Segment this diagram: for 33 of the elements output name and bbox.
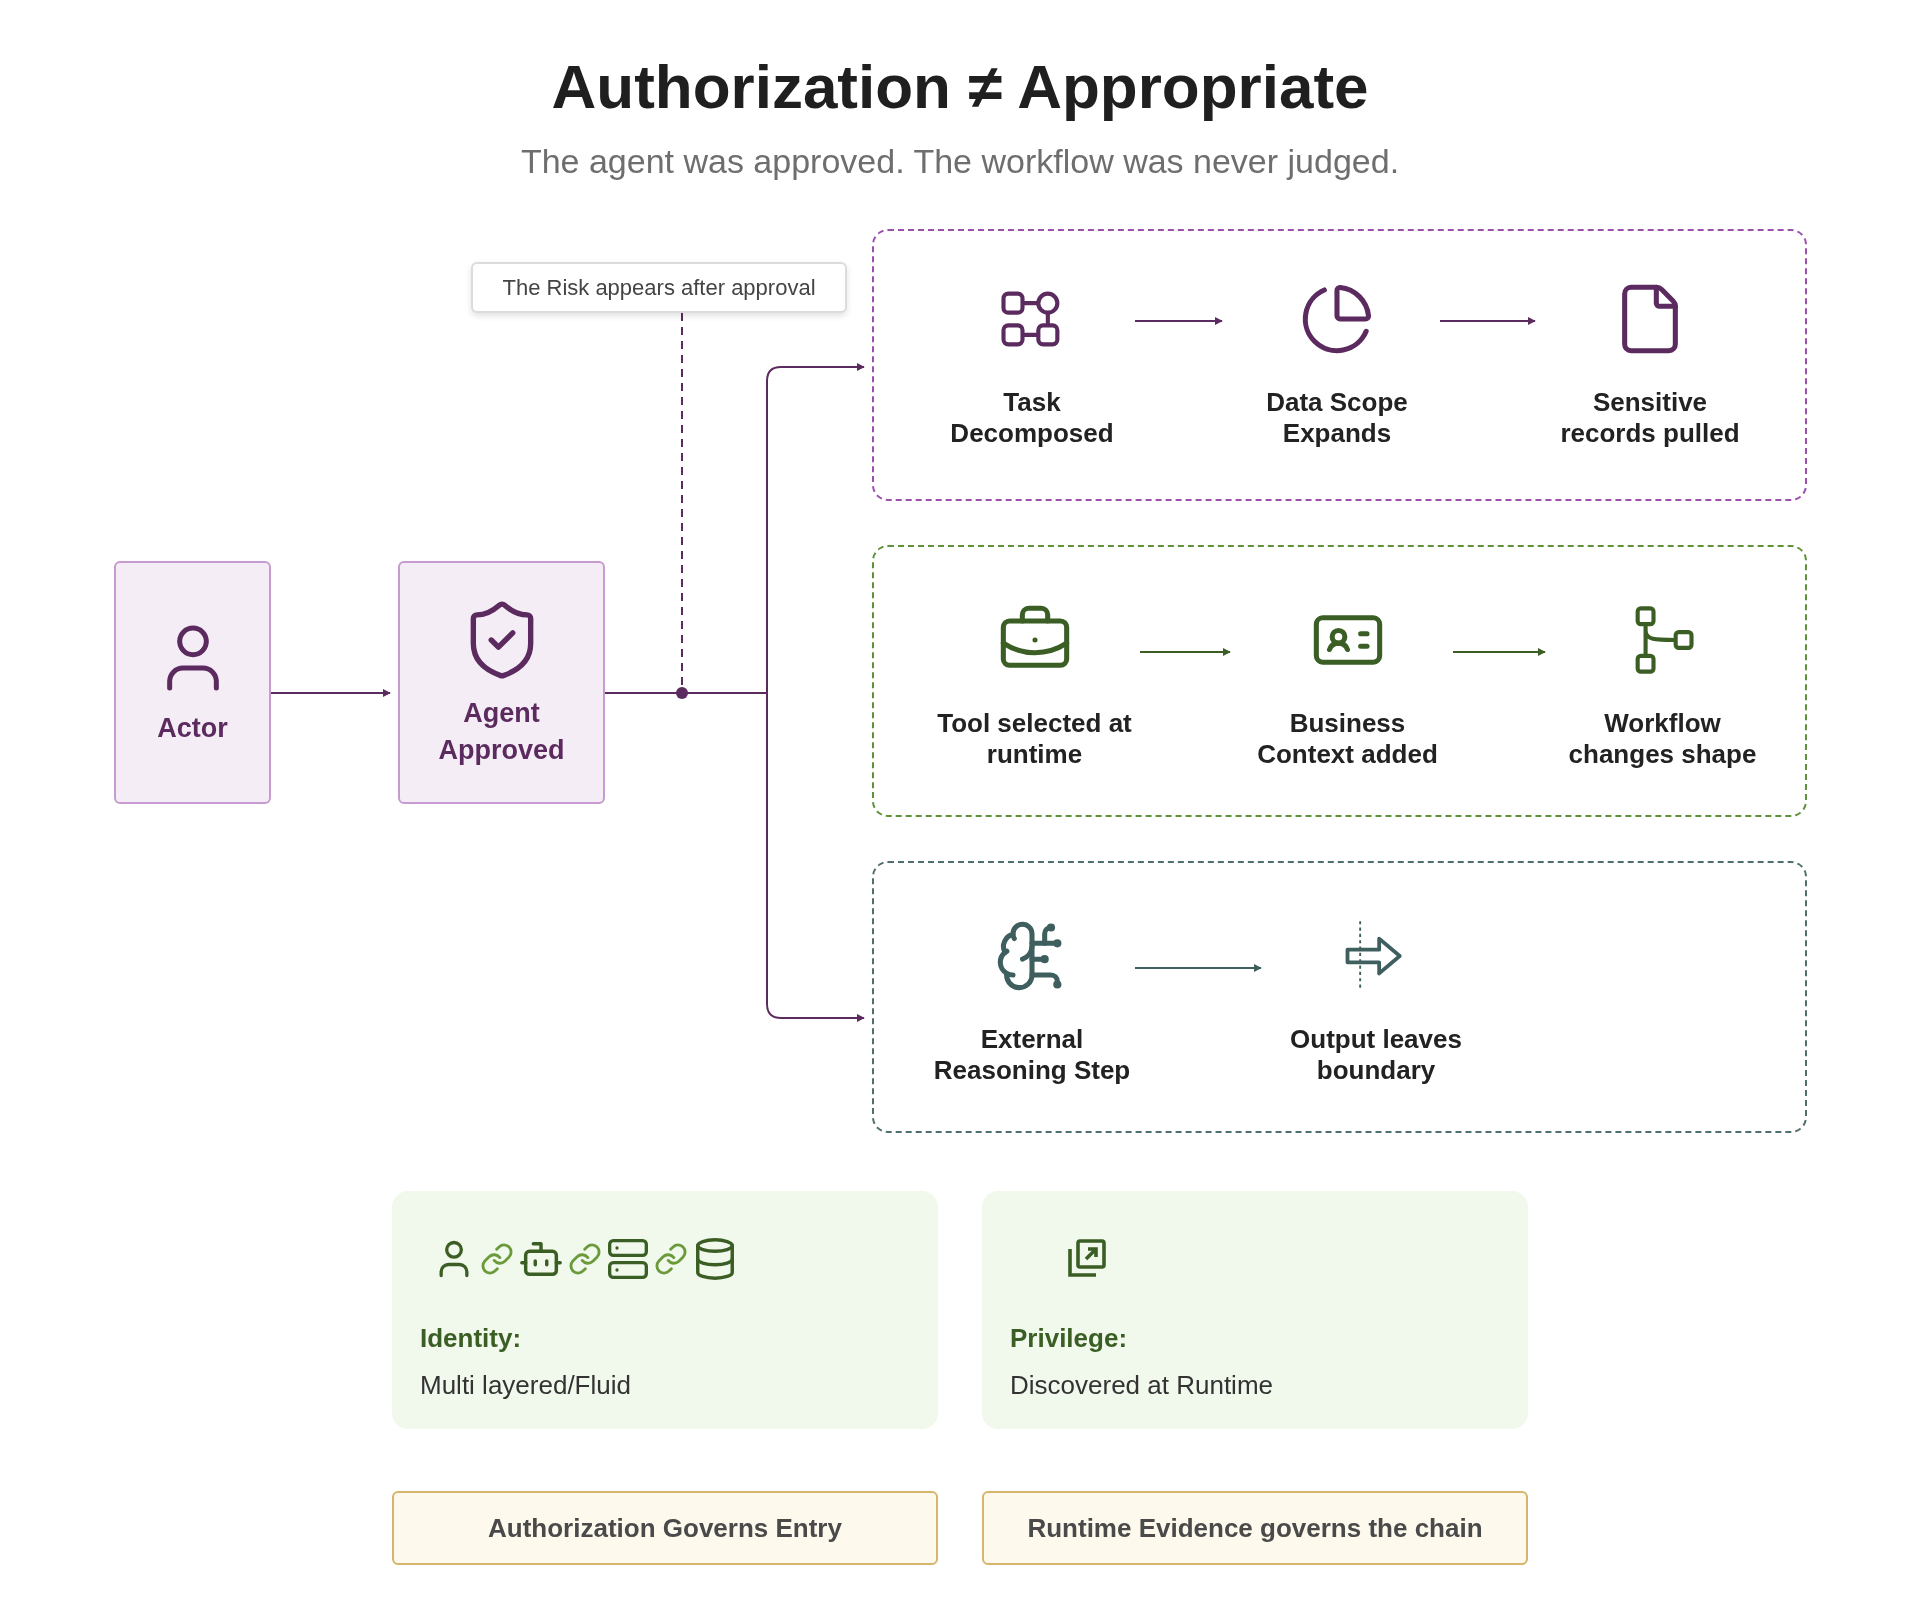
card-body: Discovered at Runtime (1010, 1369, 1273, 1402)
agent-card (398, 561, 605, 804)
summary-box: Runtime Evidence governs the chain (982, 1491, 1528, 1565)
dashed-group-frame (872, 545, 1807, 817)
step-label: Tool selected at runtime (936, 708, 1133, 770)
arrow (1134, 964, 1262, 972)
step-label: External Reasoning Step (932, 1024, 1132, 1086)
title: Authorization ≠ Appropriate (551, 51, 1369, 123)
arrow (1452, 648, 1546, 656)
arrow (1134, 317, 1223, 325)
subtitle: The agent was approved. The workflow was never judged. (520, 141, 1400, 182)
step-label: Task Decomposed (949, 387, 1115, 449)
info-card (982, 1191, 1528, 1429)
step-label: Data Scope Expands (1265, 387, 1409, 449)
summary-box: Authorization Governs Entry (392, 1491, 938, 1565)
dashed-group-frame (872, 861, 1807, 1133)
card-heading: Identity: (420, 1322, 523, 1355)
step-label: Business Context added (1256, 708, 1439, 770)
card-body: Multi layered/Fluid (420, 1369, 631, 1402)
callout-box: The Risk appears after approval (471, 262, 847, 313)
step-label: Sensitive records pulled (1559, 387, 1741, 449)
arrow (1439, 317, 1536, 325)
card-heading: Privilege: (1010, 1322, 1129, 1355)
dashed-leader-line (676, 312, 688, 699)
card-label: Agent Approved (437, 697, 566, 767)
arrow (1139, 648, 1231, 656)
dashed-group-frame (872, 229, 1807, 501)
step-label: Workflow changes shape (1567, 708, 1758, 770)
info-card (392, 1191, 938, 1429)
actor-card (114, 561, 271, 804)
arrow (270, 689, 391, 697)
card-label: Actor (156, 712, 229, 746)
step-label: Output leaves boundary (1289, 1024, 1463, 1086)
